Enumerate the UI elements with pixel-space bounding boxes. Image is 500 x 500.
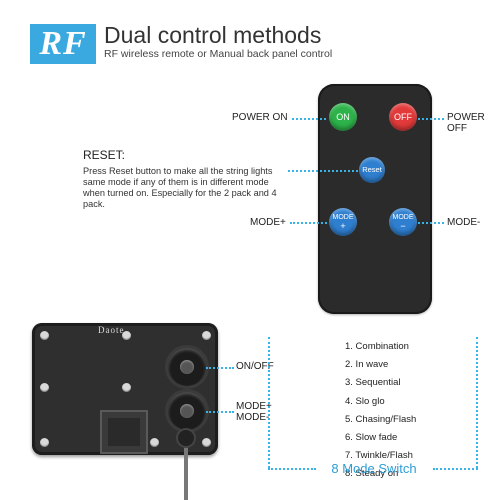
mode-switch-label: 8 Mode Switch	[331, 461, 417, 476]
mode-plus-leader	[290, 222, 327, 224]
reset-leader	[288, 170, 358, 172]
panel-mode-labels: MODE+ MODE-	[236, 401, 272, 423]
mode-plus-label: MODE+	[250, 217, 286, 228]
power-off-button[interactable]: OFF	[389, 103, 417, 131]
mode-plus-button-sign: +	[340, 221, 346, 231]
on-off-leader	[206, 367, 234, 369]
mode-bracket-bottom-left	[268, 468, 316, 470]
battery-latch-inner	[108, 418, 140, 446]
mode-item: 4. Slo glo	[345, 395, 385, 407]
mode-item: 6. Slow fade	[345, 431, 398, 443]
power-on-leader	[292, 118, 326, 120]
power-cable	[184, 444, 188, 500]
mode-minus-button[interactable]: MODE −	[389, 208, 417, 236]
screw-icon	[150, 438, 159, 447]
mode-minus-button-label: MODE	[392, 214, 414, 221]
page-subtitle: RF wireless remote or Manual back panel …	[104, 48, 333, 60]
on-off-label: ON/OFF	[236, 361, 274, 372]
mode-knob-core	[180, 404, 194, 418]
reset-description: Press Reset button to make all the strin…	[83, 166, 277, 209]
screw-icon	[40, 331, 49, 340]
mode-item: 8. Steady on	[345, 468, 399, 480]
screw-icon	[122, 383, 131, 392]
page-title: Dual control methods	[104, 22, 322, 48]
on-off-knob-core	[180, 360, 194, 374]
mode-item: 2. In wave	[345, 359, 389, 371]
mode-plus-button-label: MODE	[332, 214, 354, 221]
mode-minus-button-sign: −	[400, 221, 406, 231]
screw-icon	[40, 438, 49, 447]
power-off-leader	[418, 118, 444, 120]
mode-list: 1. Combination 2. In wave 3. Sequential …	[345, 338, 465, 484]
screw-icon	[202, 331, 211, 340]
rf-badge: RF	[30, 24, 96, 64]
screw-icon	[202, 438, 211, 447]
panel-mode-minus-label: MODE-	[236, 412, 270, 423]
mode-bracket-bottom-right	[433, 468, 478, 470]
power-off-label-line1: POWER	[447, 112, 485, 123]
mode-item: 1. Combination	[345, 341, 409, 352]
power-on-button[interactable]: ON	[329, 103, 357, 131]
screw-icon	[122, 331, 131, 340]
power-on-label: POWER ON	[232, 112, 288, 123]
panel-mode-plus-label: MODE+	[236, 401, 272, 412]
cable-nut	[178, 430, 194, 446]
mode-plus-button[interactable]: MODE +	[329, 208, 357, 236]
reset-heading: RESET:	[83, 148, 126, 162]
mode-item: 3. Sequential	[345, 377, 401, 389]
mode-bracket-right	[476, 337, 478, 468]
mode-item: 5. Chasing/Flash	[345, 413, 417, 425]
reset-button[interactable]: Reset	[359, 157, 385, 183]
mode-knob[interactable]	[168, 392, 206, 430]
mode-minus-label: MODE-	[447, 217, 481, 228]
power-off-label-line2: OFF	[447, 123, 467, 134]
power-off-label: POWER OFF	[447, 112, 485, 134]
mode-item: 7. Twinkle/Flash	[345, 450, 413, 462]
panel-mode-leader	[206, 411, 234, 413]
mode-minus-leader	[418, 222, 444, 224]
mode-bracket-left	[268, 337, 270, 468]
brand-logo: Daote	[98, 325, 125, 335]
screw-icon	[40, 383, 49, 392]
on-off-knob[interactable]	[168, 348, 206, 386]
